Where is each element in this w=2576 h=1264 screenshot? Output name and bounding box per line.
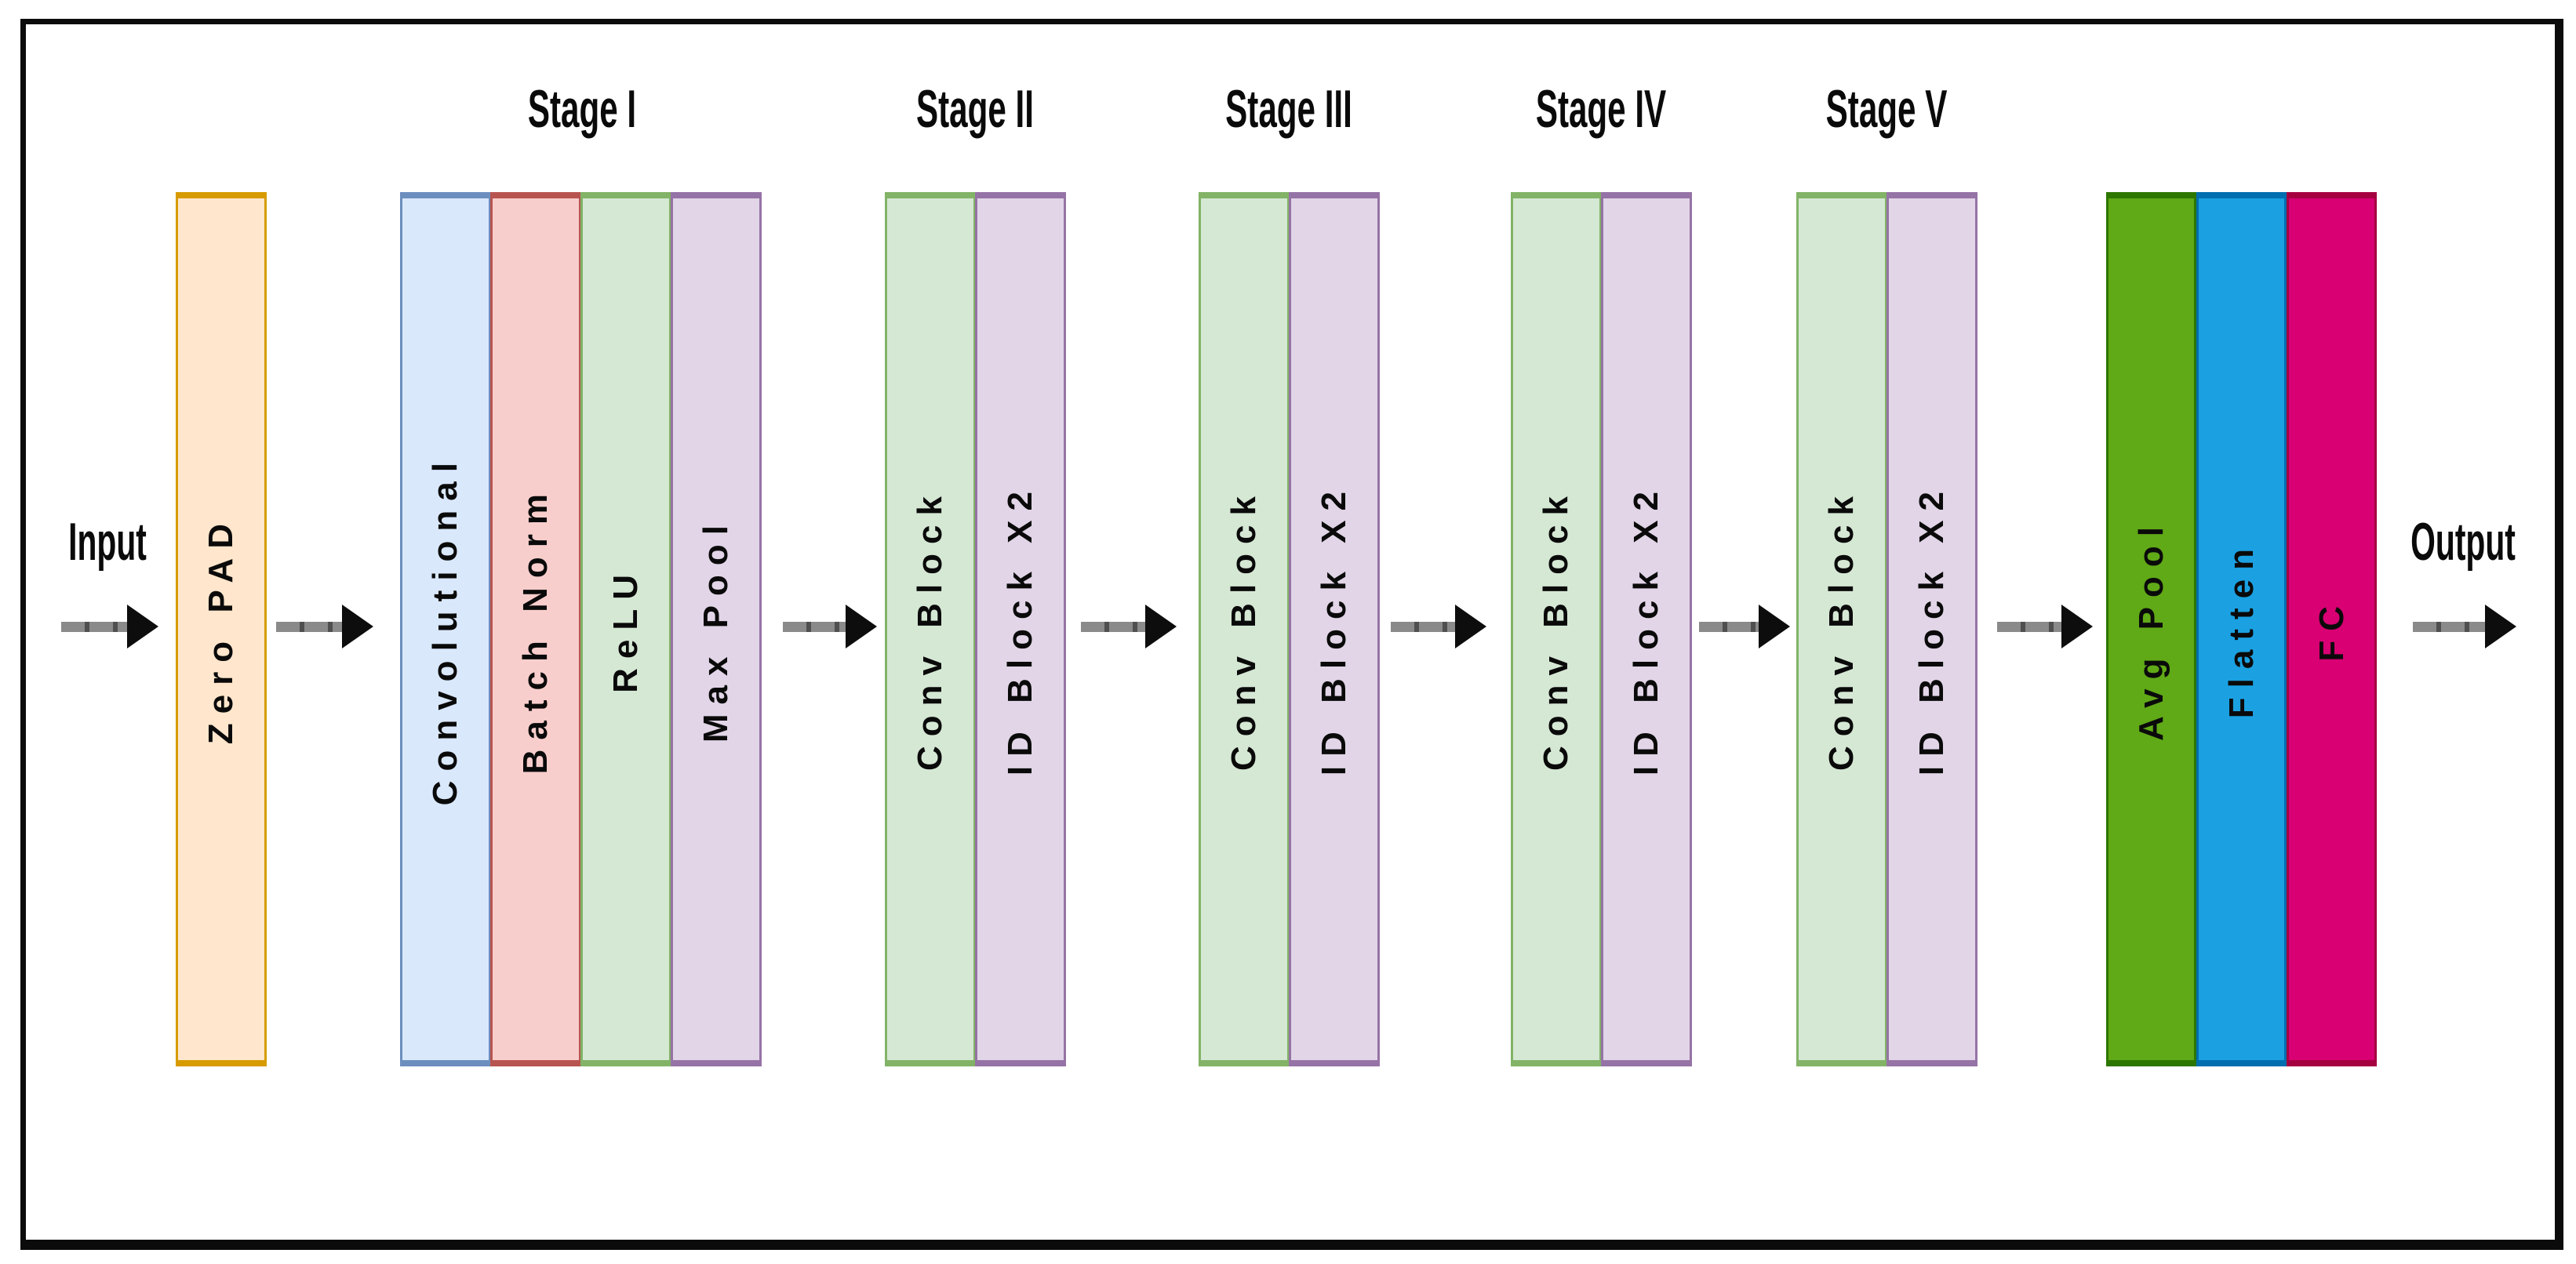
block-label: ID Block X2 bbox=[1627, 482, 1665, 776]
arrow-head-icon bbox=[127, 605, 158, 648]
arrow-shaft bbox=[783, 622, 847, 632]
flow-arrow-icon bbox=[1081, 605, 1177, 648]
block-label: Avg Pool bbox=[2131, 517, 2170, 742]
arrow-shaft bbox=[276, 622, 344, 632]
block-id-block-stage4: ID Block X2 bbox=[1601, 192, 1692, 1066]
block-label: Convolutional bbox=[426, 452, 464, 806]
block-conv-block-stage4: Conv Block bbox=[1511, 192, 1602, 1066]
input-label: Input bbox=[68, 512, 147, 572]
block-fc: FC bbox=[2287, 192, 2377, 1066]
arrow-head-icon bbox=[2061, 605, 2093, 648]
block-label: ID Block X2 bbox=[1001, 482, 1039, 776]
flow-arrow-icon bbox=[783, 605, 877, 648]
stage-label-5: Stage V bbox=[1825, 79, 1948, 139]
block-label: Batch Norm bbox=[516, 484, 555, 775]
flow-arrow-icon bbox=[1997, 605, 2093, 648]
arrow-head-icon bbox=[1145, 605, 1177, 648]
stage-label-3: Stage III bbox=[1225, 79, 1352, 139]
flow-arrow-icon bbox=[1391, 605, 1486, 648]
arrow-head-icon bbox=[1455, 605, 1486, 648]
block-id-block-stage5: ID Block X2 bbox=[1887, 192, 1977, 1066]
block-id-block-stage3: ID Block X2 bbox=[1289, 192, 1380, 1066]
block-label: FC bbox=[2312, 597, 2351, 662]
block-conv-block-stage2: Conv Block bbox=[885, 192, 976, 1066]
flow-arrow-icon bbox=[276, 605, 373, 648]
block-label: Conv Block bbox=[1537, 487, 1575, 772]
arrow-head-icon bbox=[1759, 605, 1790, 648]
block-max-pool: Max Pool bbox=[671, 192, 762, 1066]
arrow-head-icon bbox=[342, 605, 373, 648]
block-label: ID Block X2 bbox=[1315, 482, 1353, 776]
block-label: ReLU bbox=[606, 565, 645, 693]
arrow-head-icon bbox=[2485, 605, 2516, 648]
block-label: Conv Block bbox=[911, 487, 949, 772]
flow-arrow-icon bbox=[1699, 605, 1790, 648]
block-label: ID Block X2 bbox=[1912, 482, 1951, 776]
block-label: Flatten bbox=[2221, 539, 2261, 719]
block-label: Zero PAD bbox=[202, 514, 240, 745]
arrow-shaft bbox=[1997, 622, 2063, 632]
block-id-block-stage2: ID Block X2 bbox=[975, 192, 1066, 1066]
block-conv-block-stage5: Conv Block bbox=[1796, 192, 1887, 1066]
arrow-shaft bbox=[1081, 622, 1147, 632]
input-flow-arrow-icon bbox=[61, 605, 158, 648]
output-label: Output bbox=[2410, 512, 2516, 572]
stage-label-1: Stage I bbox=[527, 79, 637, 139]
block-relu: ReLU bbox=[580, 192, 671, 1066]
block-zero-pad: Zero PAD bbox=[176, 192, 267, 1066]
block-convolutional: Convolutional bbox=[400, 192, 491, 1066]
arrow-shaft bbox=[1699, 622, 1760, 632]
block-conv-block-stage3: Conv Block bbox=[1199, 192, 1290, 1066]
block-flatten: Flatten bbox=[2196, 192, 2287, 1066]
stage-label-2: Stage II bbox=[916, 79, 1034, 139]
arrow-shaft bbox=[2413, 622, 2487, 632]
arrow-head-icon bbox=[846, 605, 877, 648]
block-label: Conv Block bbox=[1822, 487, 1861, 772]
block-label: Conv Block bbox=[1224, 487, 1263, 772]
block-label: Max Pool bbox=[697, 515, 735, 743]
arrow-shaft bbox=[1391, 622, 1457, 632]
arrow-shaft bbox=[61, 622, 129, 632]
stage-label-4: Stage IV bbox=[1535, 79, 1667, 139]
block-avg-pool: Avg Pool bbox=[2106, 192, 2196, 1066]
output-flow-arrow-icon bbox=[2413, 605, 2516, 648]
block-batch-norm: Batch Norm bbox=[490, 192, 581, 1066]
outer-border bbox=[20, 19, 2563, 1250]
